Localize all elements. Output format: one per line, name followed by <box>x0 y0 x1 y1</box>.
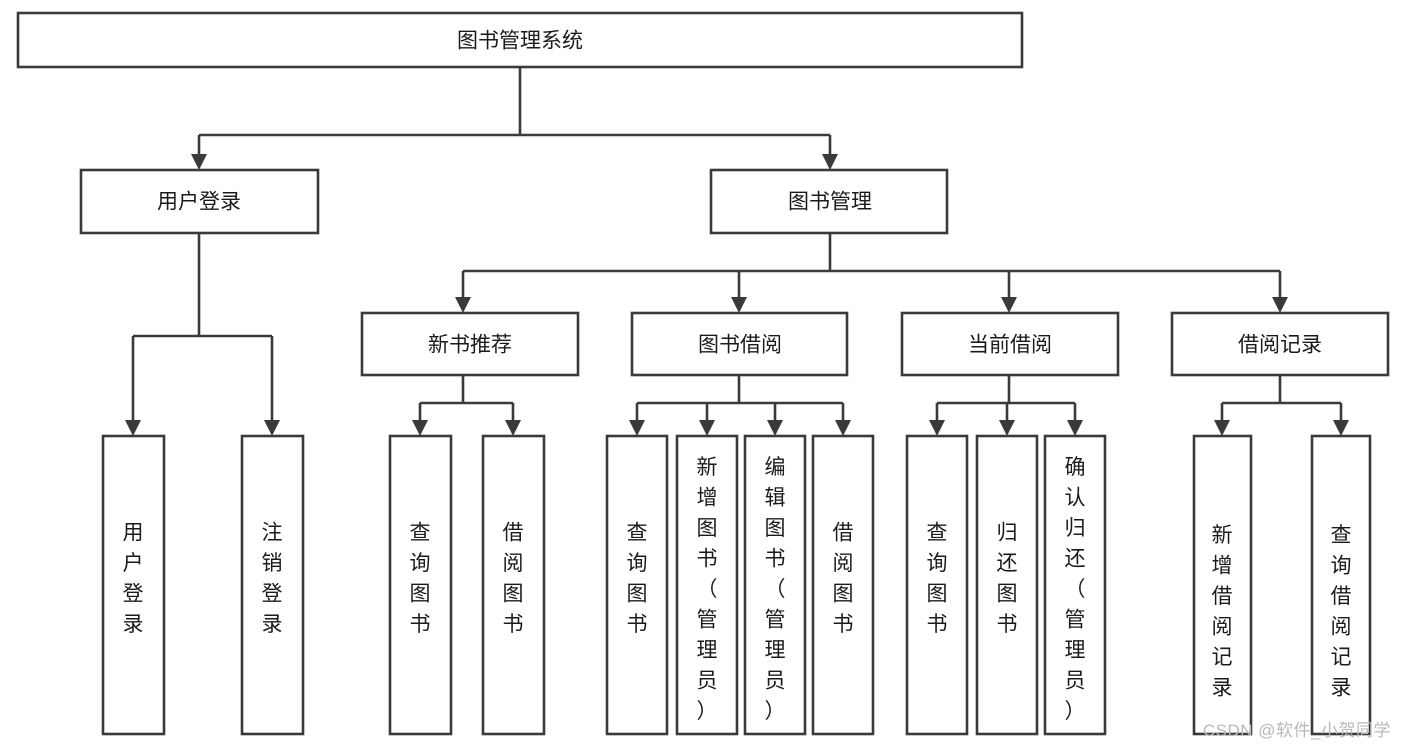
arrow-head-br-leaf-2 <box>1333 420 1349 436</box>
leaf-user-login-label: 用户登录 <box>123 521 144 636</box>
node-new-book-recommend[interactable]: 新书推荐 <box>360 311 580 377</box>
node-borrow-record-label: 借阅记录 <box>1238 334 1322 357</box>
node-book-management[interactable]: 图书管理 <box>709 168 949 235</box>
arrow-head-book-borrow <box>731 297 747 313</box>
leaf-node[interactable]: 查询图书 <box>388 434 453 736</box>
leaf-user-login-box[interactable] <box>101 434 166 736</box>
leaf-bb-query-book-box[interactable] <box>605 434 669 736</box>
node-new-book-recommend-box[interactable] <box>360 311 580 377</box>
arrow-head-borrow-record <box>1272 297 1288 313</box>
node-root[interactable]: 图书管理系统 <box>16 11 1024 69</box>
leaf-cb-confirm-return-box[interactable] <box>1043 434 1107 736</box>
leaf-bb-edit-book-label: 编辑图书（管理员） <box>765 456 786 723</box>
leaf-node[interactable]: 新增借阅记录 <box>1192 434 1253 736</box>
arrow-head-bb-leaf-3 <box>767 420 783 436</box>
arrow-head-leaf-logout <box>264 420 280 436</box>
node-new-book-recommend-label: 新书推荐 <box>428 334 512 357</box>
arrow-head-nb-leaf-2 <box>505 420 521 436</box>
node-book-borrow[interactable]: 图书借阅 <box>630 311 849 377</box>
node-user-login[interactable]: 用户登录 <box>79 168 320 235</box>
leaf-bb-add-book-label: 新增图书（管理员） <box>697 456 718 723</box>
node-user-login-label: 用户登录 <box>157 191 241 214</box>
leaf-bb-add-book-box[interactable] <box>675 434 739 736</box>
arrow-head-nb-leaf-1 <box>412 420 428 436</box>
arrow-head-current-borrow <box>1001 297 1017 313</box>
leaf-node[interactable]: 注销登录 <box>240 434 305 736</box>
arrow-head-br-leaf-1 <box>1214 420 1230 436</box>
leaf-node[interactable]: 借阅图书 <box>811 434 875 736</box>
arrow-head-bb-leaf-2 <box>699 420 715 436</box>
leaf-node[interactable]: 新增图书（管理员） <box>675 434 739 736</box>
arrow-head-user-login <box>191 154 207 170</box>
arrow-head-cb-leaf-2 <box>999 420 1015 436</box>
node-book-borrow-label: 图书借阅 <box>698 334 782 357</box>
leaf-br-add-record-label: 新增借阅记录 <box>1212 524 1233 700</box>
leaf-nb-query-book-label: 查询图书 <box>410 521 431 636</box>
node-root-label: 图书管理系统 <box>457 30 583 53</box>
arrow-head-cb-leaf-1 <box>929 420 945 436</box>
leaf-bb-query-book-label: 查询图书 <box>627 521 648 636</box>
leaf-br-add-record-box[interactable] <box>1192 434 1253 736</box>
arrow-head-new-book <box>455 297 471 313</box>
leaf-cb-return-book-box[interactable] <box>975 434 1039 736</box>
leaf-cb-query-book-label: 查询图书 <box>927 521 948 636</box>
node-current-borrow[interactable]: 当前借阅 <box>900 311 1120 377</box>
node-borrow-record[interactable]: 借阅记录 <box>1170 311 1390 377</box>
leaf-node[interactable]: 查询图书 <box>605 434 669 736</box>
leaf-node[interactable]: 借阅图书 <box>481 434 546 736</box>
arrow-head-cb-leaf-3 <box>1067 420 1083 436</box>
leaf-node[interactable]: 编辑图书（管理员） <box>743 434 807 736</box>
leaf-cb-confirm-return-label: 确认归还（管理员） <box>1065 456 1086 723</box>
node-borrow-record-box[interactable] <box>1170 311 1390 377</box>
node-root-box[interactable] <box>16 11 1024 69</box>
node-current-borrow-label: 当前借阅 <box>968 334 1052 357</box>
leaf-node[interactable]: 确认归还（管理员） <box>1043 434 1107 736</box>
leaf-nb-query-book-box[interactable] <box>388 434 453 736</box>
leaf-node[interactable]: 查询图书 <box>905 434 969 736</box>
connector-layer <box>125 67 1349 436</box>
node-current-borrow-box[interactable] <box>900 311 1120 377</box>
arrow-head-book-mgmt <box>822 154 838 170</box>
leaf-logout-label: 注销登录 <box>262 521 283 636</box>
leaf-nb-borrow-book-label: 借阅图书 <box>503 521 524 636</box>
arrow-head-bb-leaf-1 <box>629 420 645 436</box>
arrow-head-leaf-user-login <box>125 420 141 436</box>
leaf-node[interactable]: 查询借阅记录 <box>1310 434 1372 736</box>
leaf-bb-borrow-book-box[interactable] <box>811 434 875 736</box>
leaf-nb-borrow-book-box[interactable] <box>481 434 546 736</box>
node-book-management-label: 图书管理 <box>788 191 872 214</box>
leaf-br-query-record-box[interactable] <box>1310 434 1372 736</box>
node-book-management-box[interactable] <box>709 168 949 235</box>
leaf-logout-box[interactable] <box>240 434 305 736</box>
node-book-borrow-box[interactable] <box>630 311 849 377</box>
leaf-node[interactable]: 归还图书 <box>975 434 1039 736</box>
node-user-login-box[interactable] <box>79 168 320 235</box>
arrow-head-bb-leaf-4 <box>835 420 851 436</box>
leaf-bb-edit-book-box[interactable] <box>743 434 807 736</box>
leaf-node[interactable]: 用户登录 <box>101 434 166 736</box>
leaf-bb-borrow-book-label: 借阅图书 <box>833 521 854 636</box>
leaf-br-query-record-label: 查询借阅记录 <box>1331 524 1352 700</box>
leaf-cb-return-book-label: 归还图书 <box>997 521 1018 636</box>
leaf-cb-query-book-box[interactable] <box>905 434 969 736</box>
